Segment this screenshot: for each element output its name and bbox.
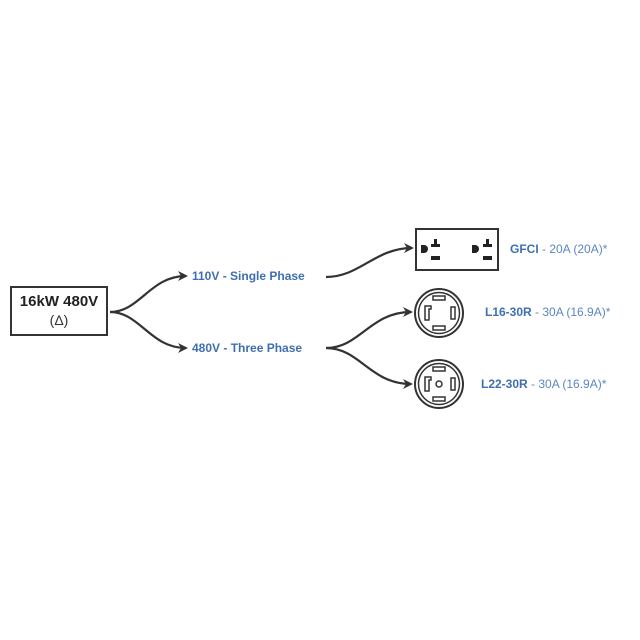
branch-three-phase-label: 480V - Three Phase <box>192 341 303 355</box>
outlet-rating: - 30A (16.9A)* <box>531 305 611 319</box>
arrow-to-single-phase <box>109 271 188 314</box>
l22-30r-twist-lock-icon <box>414 359 464 409</box>
arrow-to-gfci <box>325 243 414 279</box>
arrow-to-l16-30r <box>325 307 413 350</box>
generator-box: 16kW 480V (Δ) <box>10 286 108 336</box>
outlet-label-l16-30r: L16-30R - 30A (16.9A)* <box>485 305 610 319</box>
l16-30r-twist-lock-icon <box>414 288 464 338</box>
outlet-rating: - 30A (16.9A)* <box>527 377 607 391</box>
outlet-label-l22-30r: L22-30R - 30A (16.9A)* <box>481 377 606 391</box>
outlet-name: GFCI <box>510 242 539 256</box>
branch-single-phase-label: 110V - Single Phase <box>192 269 305 283</box>
outlet-rating: - 20A (20A)* <box>538 242 608 256</box>
arrow-to-three-phase <box>109 310 188 353</box>
outlet-name: L16-30R <box>485 305 532 319</box>
generator-subtitle: (Δ) <box>49 312 69 328</box>
generator-title: 16kW 480V <box>19 293 99 310</box>
outlet-name: L22-30R <box>481 377 528 391</box>
arrow-to-l22-30r <box>325 346 413 389</box>
gfci-duplex-outlet-icon <box>415 228 499 271</box>
outlet-label-gfci: GFCI - 20A (20A)* <box>510 242 607 256</box>
